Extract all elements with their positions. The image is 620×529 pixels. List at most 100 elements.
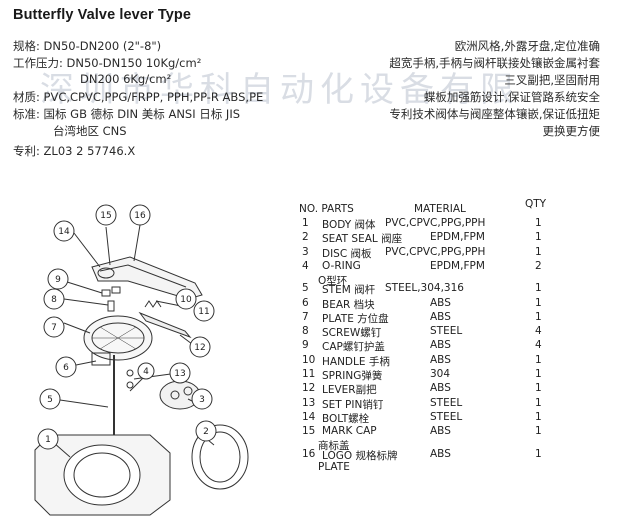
table-row-material: ABS (430, 310, 451, 323)
callout-14: 14 (58, 227, 70, 237)
table-row-subname: 商标盖 (318, 440, 350, 453)
feature-line: 超宽手柄,手柄与阀杆联接处镶嵌金属衬套 (389, 56, 600, 70)
table-row-qty: 1 (535, 310, 542, 323)
watermark-text: 深圳市华科自动化设备有限 (40, 70, 520, 110)
table-row-name: SPRING弹簧 (322, 370, 383, 382)
table-row-no: 11 (302, 368, 316, 380)
spec-label: 规格: (13, 39, 40, 53)
table-row-subname: O型环 (318, 274, 348, 287)
table-row-name: HANDLE 手柄 (322, 355, 390, 368)
callout-7: 7 (51, 323, 57, 333)
callout-3: 3 (199, 395, 205, 405)
table-row-name: LEVER副把 (322, 384, 377, 397)
table-row-material: EPDM,FPM (430, 231, 485, 244)
callout-13: 13 (174, 369, 185, 379)
callout-15: 15 (100, 211, 111, 221)
page-title: Butterfly Valve lever Type (13, 7, 192, 23)
table-row-name: SCREW螺钉 (322, 327, 382, 340)
table-row-qty: 1 (535, 382, 542, 395)
table-row-no: 4 (302, 259, 309, 272)
table-row-no: 6 (302, 296, 309, 309)
callout-2: 2 (203, 427, 209, 437)
table-row-no: 7 (302, 310, 309, 323)
feature-line: 更换更方便 (542, 124, 601, 138)
table-row-qty: 4 (535, 325, 542, 338)
table-row-qty: 1 (535, 282, 542, 295)
diagram-svg: 15 16 14 9 8 7 10 11 12 6 13 4 5 3 2 1 (34, 204, 249, 516)
bear-part (91, 352, 111, 366)
spec-value: 国标 GB 德标 DIN 美标 ANSI 日标 JIS (43, 107, 241, 121)
callout-9: 9 (55, 275, 61, 285)
table-row-material: ABS (430, 382, 451, 395)
seat-seal-part (191, 424, 249, 490)
spec-standard-cont: 台湾地区 CNS (53, 123, 127, 139)
spec-standard: 标准: 国标 GB 德标 DIN 美标 ANSI 日标 JIS (13, 106, 240, 122)
spec-size: 规格: DN50-DN200 (2"-8") (13, 38, 161, 54)
lever-part (138, 311, 192, 339)
table-row-material: STEEL (430, 396, 463, 409)
cap-part (101, 289, 111, 297)
table-row-name: CAP螺钉护盖 (322, 341, 385, 354)
table-row-no: 9 (302, 339, 309, 352)
table-row-material: PVC,CPVC,PPG,PPH (385, 245, 486, 258)
spec-value: DN50-DN150 10Kg/cm² (66, 56, 202, 70)
spec-material: 材质: PVC,CPVC,PPG/FRPP, PPH,PP-R ABS,PE (13, 89, 263, 105)
table-row-qty: 4 (535, 339, 542, 352)
exploded-diagram: 15 16 14 9 8 7 10 11 12 6 13 4 5 3 2 1 (10, 195, 280, 525)
table-row-qty: 1 (535, 217, 542, 229)
table-row-no: 5 (302, 282, 309, 295)
table-row-no: 14 (302, 410, 316, 423)
table-row-qty: 1 (535, 368, 542, 380)
table-row-name: MARK CAP (322, 425, 377, 438)
spec-label: 材质: (13, 90, 40, 104)
table-row-subname: PLATE (318, 460, 350, 473)
callout-12: 12 (194, 343, 205, 353)
table-row-material: ABS (430, 447, 451, 460)
feature-line: 欧洲风格,外露牙盘,定位准确 (454, 39, 600, 53)
table-row-no: 8 (302, 325, 309, 338)
table-row-no: 13 (302, 396, 316, 409)
table-row-name: SET PIN销钉 (322, 398, 384, 411)
callout-5: 5 (47, 395, 53, 405)
spec-value: 台湾地区 CNS (53, 124, 127, 138)
spec-pressure: 工作压力: DN50-DN150 10Kg/cm² (13, 55, 201, 71)
table-row-name: BOLT螺栓 (322, 412, 370, 425)
table-row-material: ABS (430, 296, 451, 309)
spec-value: DN200 6Kg/cm² (80, 72, 172, 86)
table-row-material: STEEL (430, 325, 463, 338)
table-row-material: PVC,CPVC,PPG,PPH (385, 217, 486, 229)
table-row-material: STEEL (430, 410, 463, 423)
callout-11: 11 (198, 307, 209, 317)
table-row-material: 304 (430, 368, 451, 380)
table-row-material: ABS (430, 339, 451, 352)
table-row-qty: 1 (535, 353, 542, 366)
table-row-qty: 2 (535, 259, 542, 272)
spec-pressure-dn200: DN200 6Kg/cm² (80, 72, 171, 86)
table-row-name: LOGO 规格标牌 (322, 449, 398, 462)
table-row-no: 1 (302, 217, 309, 229)
callout-1: 1 (45, 435, 51, 445)
table-row-name: SEAT SEAL 阀座 (322, 233, 403, 246)
spec-label: 专利: (13, 144, 40, 158)
callout-4: 4 (143, 367, 149, 377)
feature-line: 蝶板加强筋设计,保证管路系统安全 (423, 90, 600, 104)
table-row-material: EPDM,FPM (430, 259, 485, 272)
feature-line: 三叉副把,坚固耐用 (504, 73, 600, 87)
table-row-material: ABS (430, 353, 451, 366)
table-row-no: 12 (302, 382, 316, 395)
table-row-no: 16 (302, 447, 316, 460)
spec-value: ZL03 2 57746.X (43, 144, 136, 158)
spec-value: PVC,CPVC,PPG/FRPP, PPH,PP-R ABS,PE (43, 90, 264, 104)
feature-line: 专利技术阀体与阀座整体镶嵌,保证低扭矩 (389, 107, 600, 121)
table-row-name: O-RING (322, 259, 361, 272)
table-row-qty: 1 (535, 245, 542, 258)
table-row-name: BEAR 档块 (322, 298, 375, 311)
table-header-material: MATERIAL (414, 203, 466, 215)
table-row-name: BODY 阀体 (322, 219, 376, 231)
table-row-no: 2 (302, 231, 309, 244)
screw-part (107, 300, 115, 312)
table-header-qty: QTY (525, 198, 547, 210)
table-row-no: 10 (302, 353, 316, 366)
table-row-qty: 1 (535, 231, 542, 244)
spec-label: 工作压力: (13, 56, 63, 70)
